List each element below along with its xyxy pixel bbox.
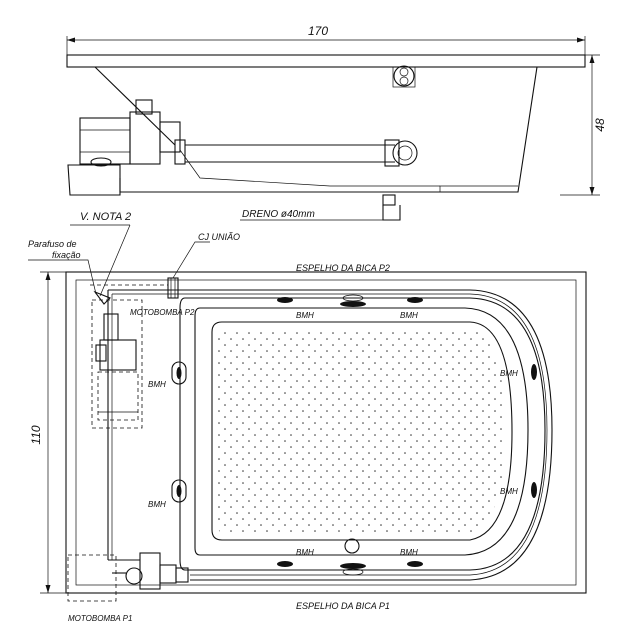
jet	[531, 482, 537, 498]
jet-label: BMH	[400, 548, 418, 557]
jet	[277, 297, 293, 303]
faucet-outlet-p1	[340, 563, 366, 576]
pump-p1-label: MOTOBOMBA P1	[68, 614, 132, 623]
jet	[171, 361, 187, 385]
depth-dimension: 110	[29, 271, 66, 594]
pump-p2	[91, 290, 143, 429]
jet	[277, 561, 293, 567]
tub-rim	[66, 54, 586, 68]
jet	[531, 364, 537, 380]
plan-inner-rim	[75, 279, 577, 586]
faucet-p2-label: ESPELHO DA BICA P2	[296, 263, 390, 273]
jet-label: BMH	[296, 311, 314, 320]
jet-label: BMH	[500, 369, 518, 378]
jet-label: BMH	[148, 380, 166, 389]
overflow-fitting	[392, 65, 416, 88]
basin-mid	[194, 307, 529, 556]
screw-label-line1: Parafuso de	[28, 239, 77, 249]
jet-label: BMH	[500, 487, 518, 496]
pump-p2-label: MOTOBOMBA P2	[130, 308, 195, 317]
screw-leader	[28, 259, 97, 295]
jet-label: BMH	[148, 500, 166, 509]
basin-floor	[211, 321, 513, 541]
plumbing-loop-outer	[108, 289, 553, 581]
note-label: V. NOTA 2	[80, 211, 131, 223]
jet-label: BMH	[296, 548, 314, 557]
basin-drain	[344, 538, 360, 554]
drain-pipe	[382, 194, 401, 221]
jet	[407, 561, 423, 567]
jet	[407, 297, 423, 303]
plan-outer-rim	[65, 271, 587, 594]
union-leader	[172, 241, 210, 279]
faucet-p1-label: ESPELHO DA BICA P1	[296, 601, 390, 611]
jet	[171, 479, 187, 503]
drain-label: DRENO ø40mm	[242, 209, 315, 220]
tub-body	[94, 66, 538, 193]
depth-dimension-label: 110	[29, 425, 43, 444]
plan-view: 110	[28, 211, 587, 623]
jet-label: BMH	[400, 311, 418, 320]
pump-motor-side	[79, 99, 186, 167]
tub-base	[67, 164, 121, 196]
height-dimension: 48	[560, 54, 607, 196]
union-fitting	[167, 277, 179, 299]
width-dimension-label: 170	[308, 24, 328, 38]
anti-slip-surface	[218, 328, 505, 534]
screw-label-line2: fixação	[52, 250, 81, 260]
note-leader	[99, 224, 131, 297]
width-dimension: 170	[66, 24, 586, 60]
basin-outer	[179, 297, 546, 571]
height-dimension-label: 48	[593, 118, 607, 132]
suction-pipe	[185, 139, 418, 167]
pump-p1	[67, 552, 189, 602]
plumbing-loop-inner	[112, 293, 548, 576]
faucet-outlet-p2	[340, 294, 366, 307]
side-elevation-view: 170	[66, 24, 607, 221]
union-label: CJ UNIÃO	[198, 232, 240, 242]
